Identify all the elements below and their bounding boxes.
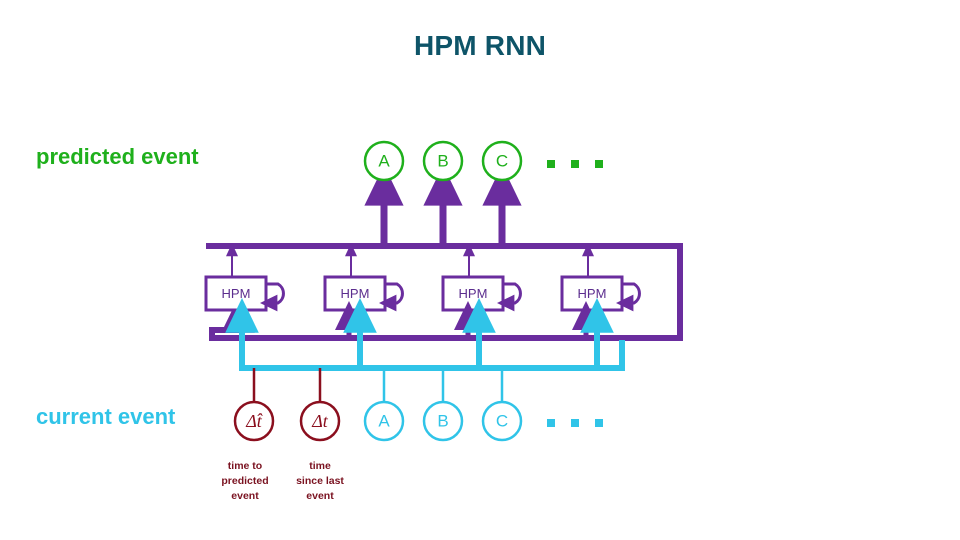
delta-that-node[interactable]: Δt̂ <box>233 400 275 442</box>
current-event-bus <box>225 298 625 402</box>
current-ellipsis-dot <box>595 419 603 427</box>
current-event-label: current event <box>36 404 176 429</box>
delta-t-node[interactable]: Δt <box>299 400 341 442</box>
delta-t-label: Δt <box>311 411 329 431</box>
caption-time-since-last-line3: event <box>306 490 334 502</box>
predicted-ellipsis-dot <box>571 160 579 168</box>
current-node[interactable]: B <box>422 400 464 442</box>
caption-time-since-last-line1: time <box>309 460 331 472</box>
delta-that-label: Δt̂ <box>245 411 263 431</box>
hpm-box-label: HPM <box>341 286 370 301</box>
hpm-box[interactable]: HPM <box>204 275 285 312</box>
predicted-node-label: C <box>496 151 508 170</box>
current-node-label: C <box>496 411 508 430</box>
hpm-self-loop <box>260 282 285 312</box>
current-node-label: A <box>378 411 390 430</box>
page-title: HPM RNN <box>413 30 547 61</box>
current-ellipsis-dot <box>571 419 579 427</box>
hpm-box-label: HPM <box>459 286 488 301</box>
caption-time-to-predicted-line1: time to <box>228 460 262 472</box>
caption-time-to-predicted-line3: event <box>231 490 259 502</box>
predicted-ellipsis-dot <box>547 160 555 168</box>
input-captions: time to predicted event time since last … <box>221 460 344 502</box>
predicted-event-label: predicted event <box>36 144 199 169</box>
hpm-self-loop <box>497 282 522 312</box>
time-input-nodes: Δt̂ Δt <box>233 400 341 442</box>
current-node[interactable]: A <box>363 400 405 442</box>
hpm-box[interactable]: HPM <box>560 275 641 312</box>
predicted-node-label: B <box>437 151 448 170</box>
predicted-node[interactable]: B <box>422 140 464 182</box>
hpm-box-label: HPM <box>222 286 251 301</box>
current-node-label: B <box>437 411 448 430</box>
current-ellipsis-dot <box>547 419 555 427</box>
current-event-nodes: A B C <box>363 400 603 442</box>
hpm-box[interactable]: HPM <box>323 275 404 312</box>
recurrent-feedback-risers <box>334 301 600 338</box>
caption-time-since-last-line2: since last <box>296 475 344 487</box>
predicted-node[interactable]: C <box>481 140 523 182</box>
hpm-box-label: HPM <box>578 286 607 301</box>
caption-time-to-predicted-line2: predicted <box>221 475 268 487</box>
predicted-node-label: A <box>378 151 390 170</box>
time-input-legs <box>252 368 322 402</box>
current-node[interactable]: C <box>481 400 523 442</box>
predicted-event-nodes: A B C <box>363 140 603 182</box>
hpm-boxes: HPM HPM HPM HPM <box>204 275 641 312</box>
predicted-output-arrows <box>364 165 522 246</box>
hpm-to-topbar-stubs <box>226 243 595 277</box>
predicted-ellipsis-dot <box>595 160 603 168</box>
predicted-node[interactable]: A <box>363 140 405 182</box>
hpm-self-loop <box>616 282 641 312</box>
hpm-box[interactable]: HPM <box>441 275 522 312</box>
hpm-self-loop <box>379 282 404 312</box>
